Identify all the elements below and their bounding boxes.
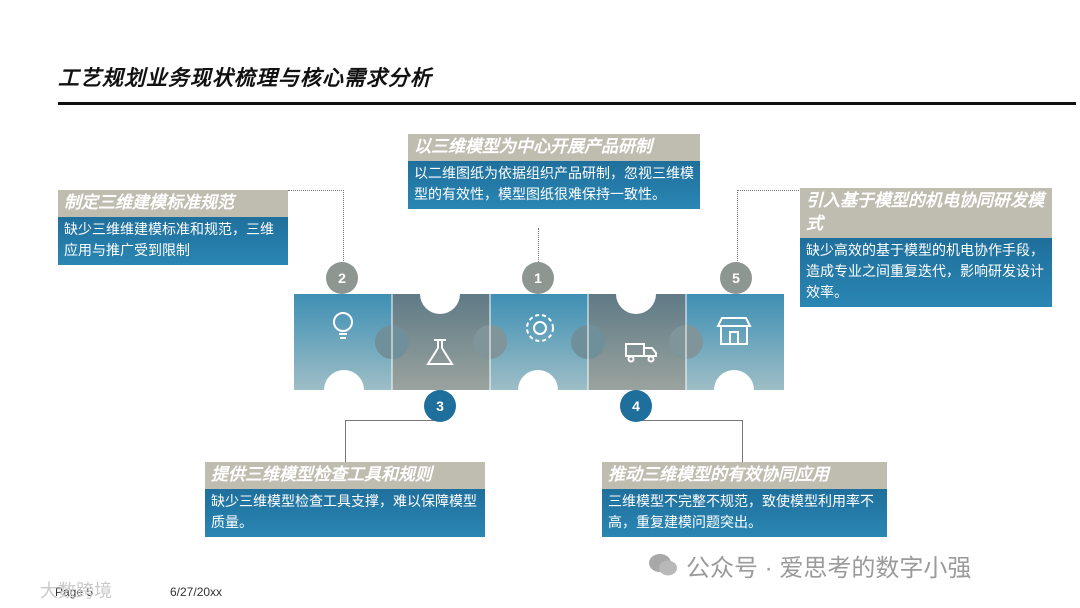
callout-5-body: 缺少高效的基于模型的机电协作手段，造成专业之间重复迭代，影响研发设计效率。 [800, 238, 1052, 307]
wechat-icon [649, 554, 677, 576]
truck-icon [625, 343, 657, 363]
callout-4-heading: 推动三维模型的有效协同应用 [602, 462, 887, 489]
callout-2-body: 缺少三维维建模标准和规范，三维应用与推广受到限制 [58, 217, 288, 265]
connector-3 [345, 420, 442, 463]
callout-2: 制定三维建模标准规范 缺少三维维建模标准和规范，三维应用与推广受到限制 [58, 190, 288, 265]
callout-1-body: 以二维图纸为依据组织产品研制，忽视三维模型的有效性，模型图纸很难保持一致性。 [408, 161, 700, 209]
footer-date: 6/27/20xx [170, 585, 223, 599]
callout-3: 提供三维模型检查工具和规则 缺少三维模型检查工具支撑，难以保障模型质量。 [205, 462, 485, 537]
gear-icon [526, 314, 554, 342]
callout-2-heading: 制定三维建模标准规范 [58, 190, 288, 217]
lightbulb-icon [333, 312, 353, 339]
badge-5: 5 [732, 270, 740, 286]
badge-4: 4 [632, 398, 640, 414]
badge-1: 1 [534, 270, 542, 286]
callout-1: 以三维模型为中心开展产品研制 以二维图纸为依据组织产品研制，忽视三维模型的有效性… [408, 134, 700, 209]
badge-3: 3 [436, 398, 444, 414]
callout-5-heading: 引入基于模型的机电协同研发模式 [800, 188, 1052, 238]
callout-3-body: 缺少三维模型检查工具支撑，难以保障模型质量。 [205, 489, 485, 537]
connector-1 [538, 228, 539, 268]
flask-icon [426, 339, 454, 365]
callout-4: 推动三维模型的有效协同应用 三维模型不完整不规范，致使模型利用率不高，重复建模问… [602, 462, 887, 537]
callout-3-heading: 提供三维模型检查工具和规则 [205, 462, 485, 489]
connector-5 [737, 190, 801, 269]
page-title: 工艺规划业务现状梳理与核心需求分析 [58, 65, 432, 90]
connector-4 [636, 420, 743, 463]
title-rule [58, 102, 1076, 105]
footer-page: Page 5 [55, 585, 94, 599]
callout-5: 引入基于模型的机电协同研发模式 缺少高效的基于模型的机电协作手段，造成专业之间重… [800, 188, 1052, 307]
watermark-left: 大数跨境 [40, 581, 112, 601]
callout-1-heading: 以三维模型为中心开展产品研制 [408, 134, 700, 161]
watermark-right: 公众号 · 爱思考的数字小强 [686, 555, 972, 582]
callout-4-body: 三维模型不完整不规范，致使模型利用率不高，重复建模问题突出。 [602, 489, 887, 537]
puzzle-graphic: 2 1 5 3 4 [294, 262, 784, 422]
connector-2 [288, 190, 344, 271]
badge-2: 2 [338, 270, 346, 286]
store-icon [716, 317, 752, 345]
